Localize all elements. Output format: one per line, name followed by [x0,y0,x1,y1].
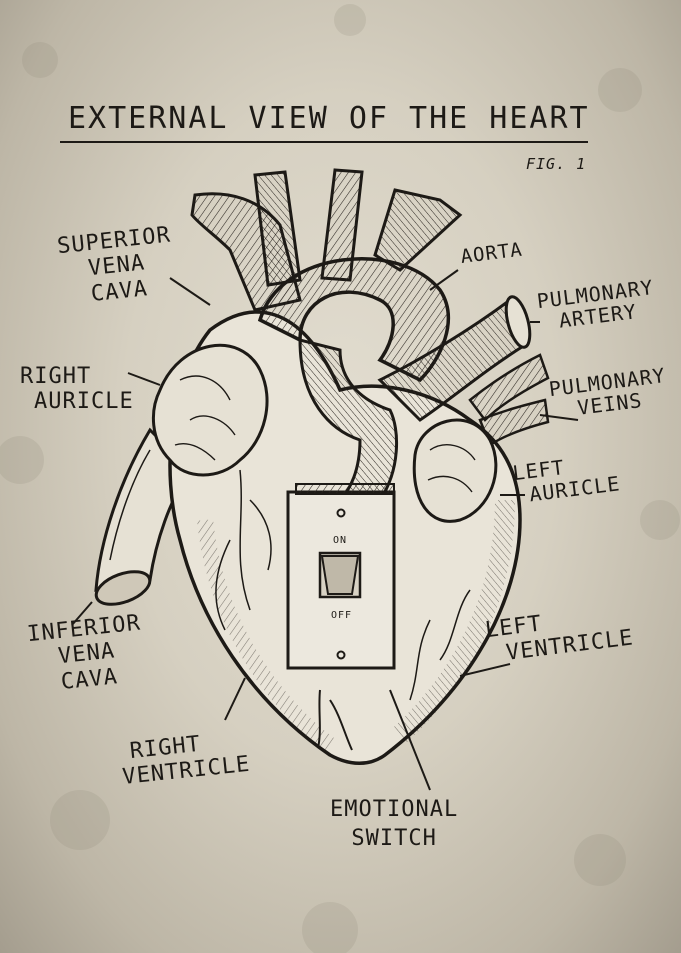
label-superior-vena-cava: SUPERIOR VENA CAVA [56,222,173,307]
leader-lines [71,269,579,791]
label-right-auricle: RIGHT AURICLE [20,364,134,415]
right-auricle [151,343,269,477]
label-emotional-switch: EMOTIONAL SWITCH [330,797,459,851]
pulmonary-veins [468,353,550,447]
figure-label: FIG. 1 [526,155,587,173]
poster-title: EXTERNAL VIEW OF THE HEART [68,101,590,136]
switch-toggle[interactable] [318,551,362,599]
switch-on-label: ON [333,535,348,546]
inferior-vena-cava-vessel [94,427,192,606]
left-auricle [412,418,498,523]
switch-off-label: OFF [331,610,353,621]
pulmonary-artery [377,295,532,422]
great-vessels [190,168,463,502]
label-inferior-vena-cava: INFERIOR VENA CAVA [26,610,143,695]
